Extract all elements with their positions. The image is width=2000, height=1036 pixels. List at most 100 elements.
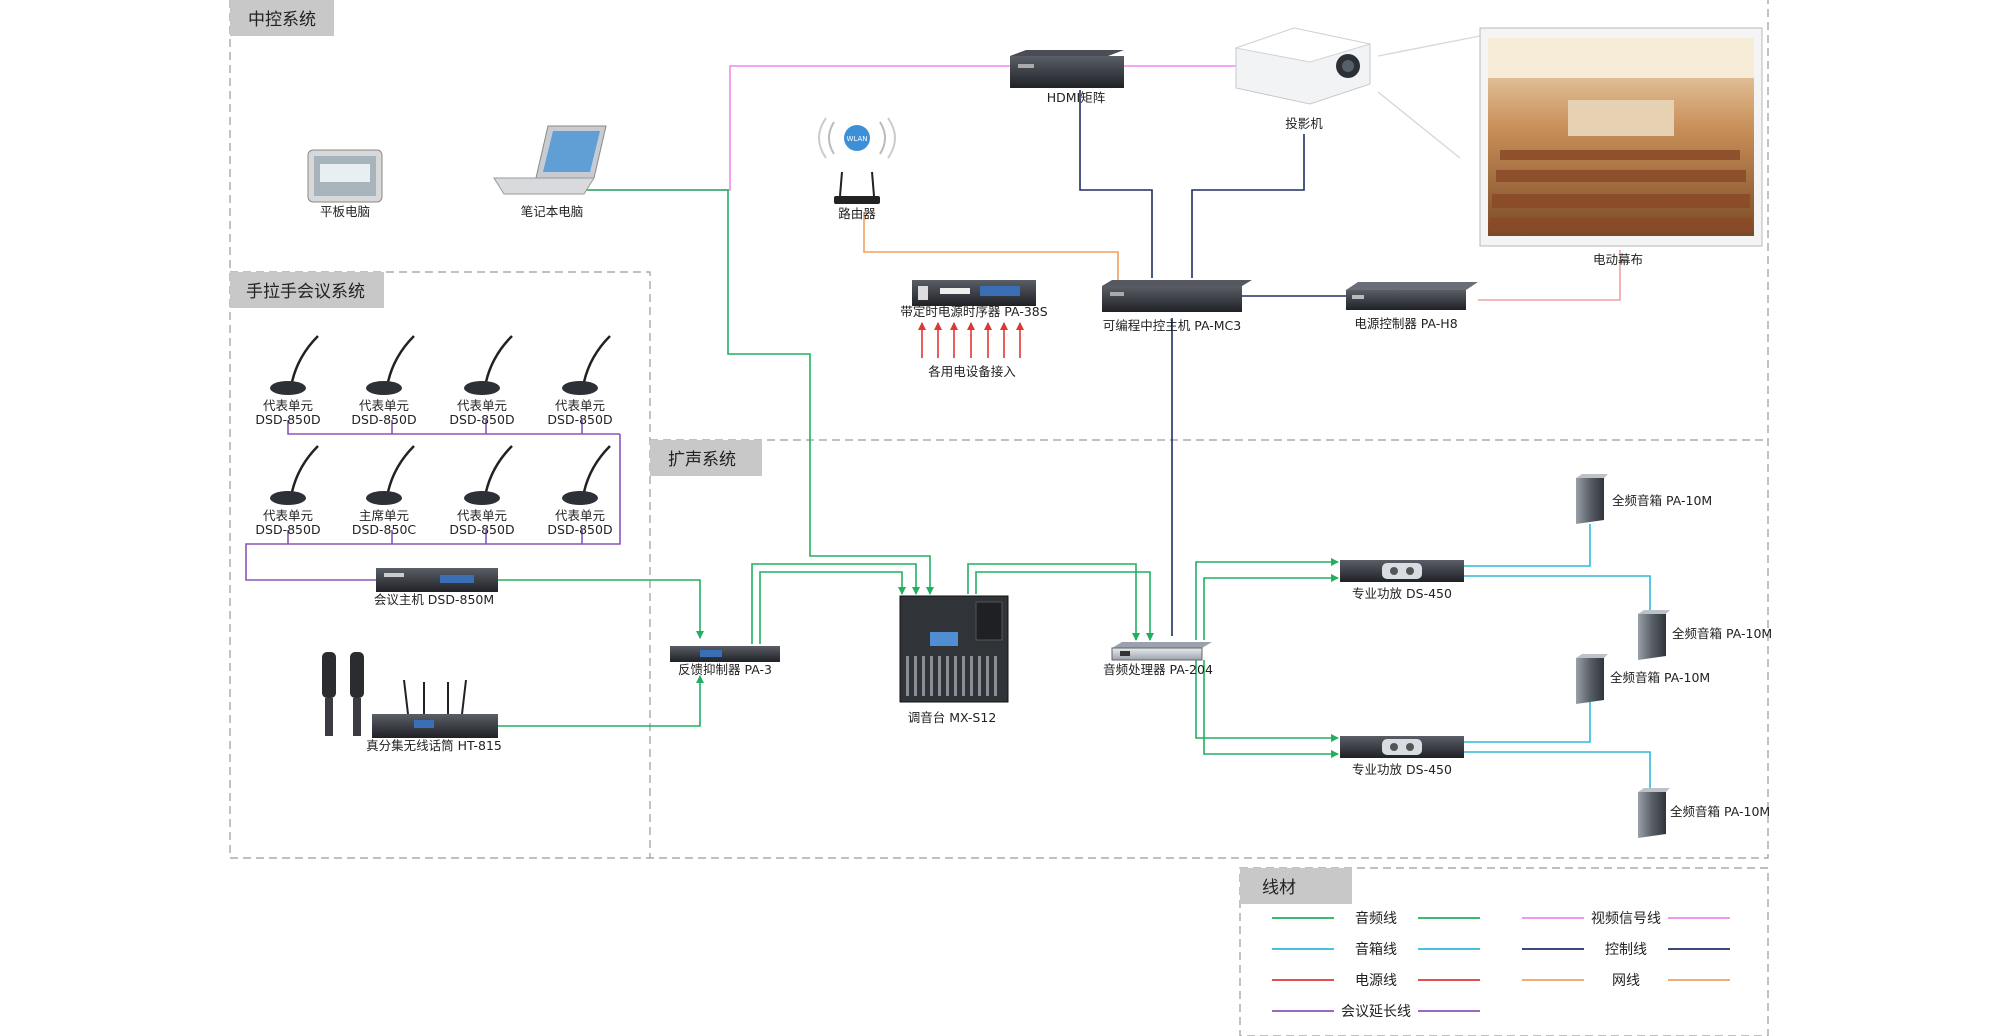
gooseneck-mic	[290, 335, 319, 383]
legend-item: 电源线	[1272, 969, 1480, 989]
amp2-label: 专业功放 DS-450	[1352, 762, 1452, 777]
audio-processor-device	[1111, 642, 1212, 661]
spk2-label: 全频音箱 PA-10M	[1672, 626, 1772, 641]
legend-label: 网线	[1612, 973, 1640, 989]
mixer-fader	[946, 656, 949, 696]
legend-item: 控制线	[1522, 938, 1730, 958]
spk1-label: 全频音箱 PA-10M	[1612, 493, 1712, 508]
gooseneck-mic	[582, 335, 611, 383]
unit-name-label: 代表单元	[555, 508, 605, 523]
unit-model-label: DSD-850D	[351, 412, 416, 427]
unit-model-label: DSD-850D	[547, 522, 612, 537]
controller-label: 可编程中控主机 PA-MC3	[1103, 318, 1241, 333]
power-controller-device	[1346, 282, 1478, 310]
wlan-badge: WLAN	[846, 135, 867, 143]
legend-label-bg	[1334, 969, 1418, 989]
router-label: 路由器	[838, 206, 876, 221]
section-tab-cables: 线材	[1240, 868, 1352, 904]
speaker-4-device	[1638, 788, 1670, 838]
wire-conference	[245, 420, 621, 581]
legend-label: 控制线	[1605, 942, 1647, 958]
conf-host-label: 会议主机 DSD-850M	[374, 592, 494, 607]
wire-control	[1079, 90, 1346, 636]
unit-name-label: 代表单元	[457, 398, 507, 413]
svg-text:中控系统: 中控系统	[248, 10, 316, 30]
hdmi-matrix-device	[1010, 50, 1124, 88]
conference-host-device	[376, 568, 498, 592]
section-tab-conference: 手拉手会议系统	[230, 272, 384, 308]
hdmi-matrix-label: HDMI矩阵	[1047, 90, 1106, 105]
tablet-device	[307, 149, 383, 203]
wireless-mic-label: 真分集无线话筒 HT-815	[366, 738, 502, 753]
sequencer-label: 带定时电源时序器 PA-38S	[900, 304, 1047, 319]
unit-base	[562, 491, 598, 505]
legend-label-bg	[1334, 938, 1418, 958]
unit-base	[366, 491, 402, 505]
section-borders	[229, 0, 1769, 1036]
unit-model-label: DSD-850D	[255, 412, 320, 427]
amp1-label: 专业功放 DS-450	[1352, 586, 1452, 601]
laptop-device	[493, 125, 607, 195]
unit-name-label: 代表单元	[263, 508, 313, 523]
section-tab-central: 中控系统	[230, 0, 334, 36]
wire-power-inputs	[918, 322, 1024, 358]
legend-label: 音频线	[1355, 910, 1397, 927]
legend-item: 音箱线	[1272, 938, 1480, 958]
spk3-label: 全频音箱 PA-10M	[1610, 670, 1710, 685]
tablet-label: 平板电脑	[320, 204, 370, 219]
unit-model-label: DSD-850D	[449, 522, 514, 537]
mixer-fader	[914, 656, 917, 696]
svg-text:扩声系统: 扩声系统	[668, 450, 736, 470]
unit-name-label: 主席单元	[359, 508, 409, 523]
unit-base	[270, 381, 306, 395]
gooseneck-mic	[484, 445, 513, 493]
section-tab-pa: 扩声系统	[650, 440, 762, 476]
audio-proc-label: 音频处理器 PA-204	[1103, 662, 1213, 677]
unit-base	[562, 381, 598, 395]
gooseneck-mic	[582, 445, 611, 493]
central-controller-device	[1102, 280, 1252, 312]
mixer-fader	[978, 656, 981, 696]
screen-label: 电动幕布	[1593, 252, 1643, 267]
unit-base	[464, 381, 500, 395]
mixer-fader	[922, 656, 925, 696]
mixer-fader	[938, 656, 941, 696]
unit-model-label: DSD-850C	[352, 522, 417, 537]
wire-network	[863, 212, 1119, 280]
conference-units: 代表单元DSD-850D代表单元DSD-850D代表单元DSD-850D代表单元…	[255, 335, 613, 537]
unit-base	[464, 491, 500, 505]
legend-label: 音箱线	[1355, 941, 1397, 958]
legend-label-bg	[1584, 907, 1668, 927]
legend-item: 会议延长线	[1272, 1000, 1480, 1020]
wire-speaker	[1464, 524, 1651, 788]
mixer-device	[899, 595, 1009, 703]
projector-device	[1234, 27, 1371, 105]
svg-text:线材: 线材	[1262, 878, 1296, 898]
legend-label: 会议延长线	[1341, 1004, 1411, 1020]
mixer-fader	[994, 656, 997, 696]
legend-label: 视频信号线	[1591, 911, 1661, 927]
speaker-2-device	[1638, 610, 1670, 660]
legend-label-bg	[1334, 1000, 1418, 1020]
spare-power-label: 各用电设备接入	[928, 364, 1016, 379]
mixer-fader	[970, 656, 973, 696]
wire-video	[578, 65, 1240, 191]
gooseneck-mic	[386, 335, 415, 383]
mixer-fader	[906, 656, 909, 696]
amplifier-2-device	[1340, 736, 1464, 758]
mixer-fader	[930, 656, 933, 696]
unit-model-label: DSD-850D	[547, 412, 612, 427]
gooseneck-mic	[484, 335, 513, 383]
wireless-mic-device	[322, 652, 498, 738]
mixer-fader	[962, 656, 965, 696]
unit-base	[270, 491, 306, 505]
unit-name-label: 代表单元	[263, 398, 313, 413]
power-sequencer-device	[912, 280, 1036, 306]
legend-item: 音频线	[1272, 907, 1480, 927]
